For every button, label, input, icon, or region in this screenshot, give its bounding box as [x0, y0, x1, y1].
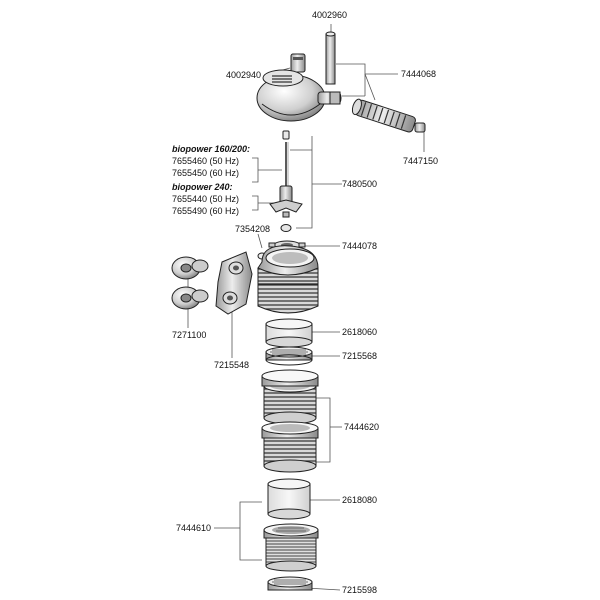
part-labels: 4002960 4002940 7444068 7447150 biopower… [172, 10, 438, 595]
impeller-shaft [285, 142, 289, 186]
label-7444610: 7444610 [176, 523, 211, 533]
foam-cartridge-top [265, 318, 313, 348]
leader-lines [180, 24, 425, 591]
label-7447150: 7447150 [403, 156, 438, 166]
suction-cup-bottom [171, 286, 209, 310]
ceramic-bearing [282, 130, 290, 140]
label-7271100: 7271100 [172, 330, 206, 340]
motor-group-1-line2: 7655450 (60 Hz) [172, 168, 239, 178]
motor-group-2-line2: 7655490 (60 Hz) [172, 206, 239, 216]
label-7444068: 7444068 [401, 69, 436, 79]
outlet-valve-tube [325, 31, 336, 85]
suction-cup-holder [215, 251, 253, 315]
end-cap [414, 122, 426, 133]
motor-group-2-line1: 7655440 (50 Hz) [172, 194, 239, 204]
motor-housing [257, 245, 319, 314]
filter-module-upper [261, 369, 319, 425]
label-4002940: 4002940 [226, 70, 261, 80]
filter-module-lower [261, 421, 319, 473]
label-7354208: 7354208 [235, 224, 270, 234]
label-7215568: 7215568 [342, 351, 377, 361]
spray-bar-pipe [351, 98, 416, 133]
impeller-bearing [280, 224, 292, 232]
filter-module-bottom [263, 523, 319, 572]
pump-head-housing [256, 69, 326, 122]
outlet-connector [317, 91, 342, 105]
impeller [269, 185, 303, 218]
label-4002960: 4002960 [312, 10, 347, 20]
label-2618080: 2618080 [342, 495, 377, 505]
label-7215548: 7215548 [214, 360, 249, 370]
label-7444078: 7444078 [342, 241, 377, 251]
motor-group-1-heading: biopower 160/200: [172, 144, 250, 154]
air-valve [290, 53, 306, 73]
motor-group-1-line1: 7655460 (50 Hz) [172, 156, 239, 166]
foam-cartridge-bottom [267, 478, 311, 520]
label-7215598: 7215598 [342, 585, 377, 595]
grid-plate-bottom [267, 576, 313, 591]
grid-plate-top [265, 346, 313, 366]
label-7444620: 7444620 [344, 422, 379, 432]
label-2618060: 2618060 [342, 327, 377, 337]
suction-cup-top [171, 256, 209, 280]
label-7480500: 7480500 [342, 179, 377, 189]
motor-group-2-heading: biopower 240: [172, 182, 233, 192]
